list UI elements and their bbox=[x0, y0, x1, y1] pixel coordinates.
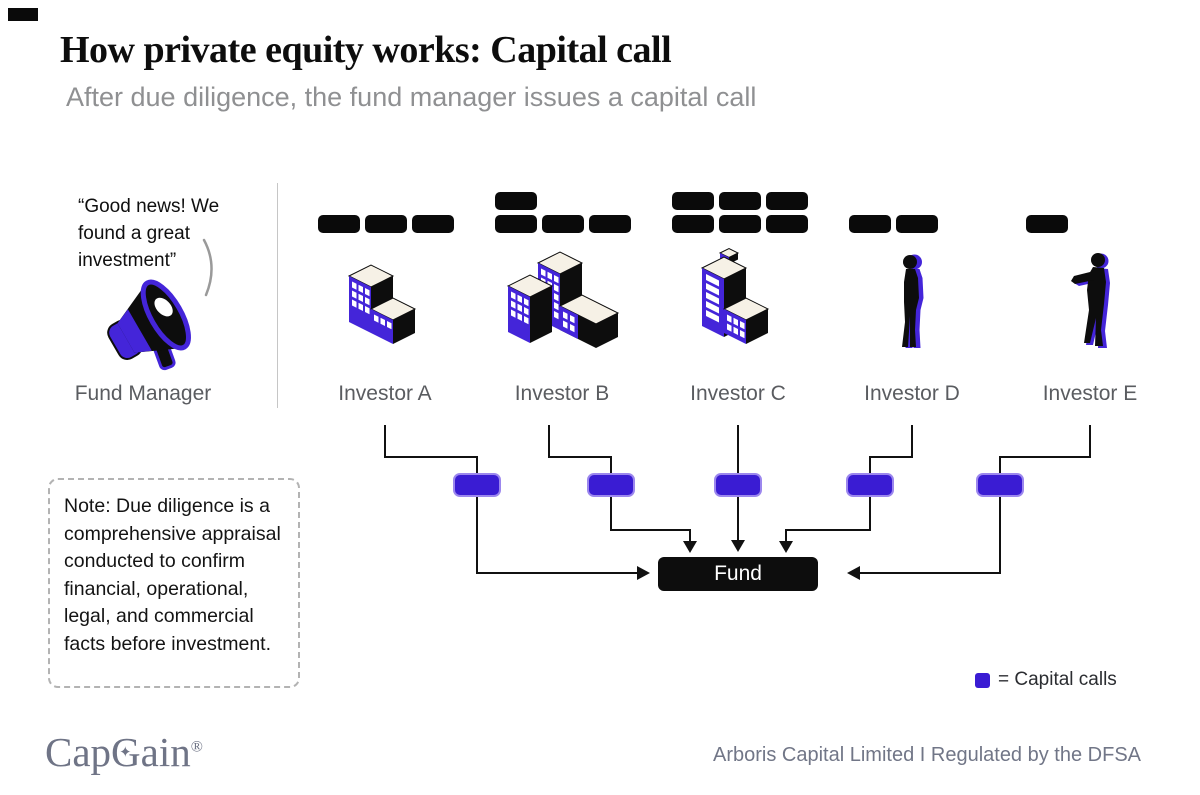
money-bar bbox=[849, 215, 891, 233]
capital-call-chip bbox=[714, 473, 762, 497]
capgain-logo: CapG✦ain® bbox=[45, 728, 203, 776]
star-icon: ✦ bbox=[119, 743, 132, 761]
money-bars-investor-b bbox=[495, 192, 640, 238]
capital-call-swatch-icon bbox=[975, 672, 990, 688]
investor-e-label: Investor E bbox=[1042, 382, 1138, 405]
building-large-icon bbox=[506, 251, 620, 348]
money-bars-investor-e bbox=[1026, 192, 1171, 238]
page-title: How private equity works: Capital call bbox=[60, 29, 672, 71]
registered-mark: ® bbox=[190, 738, 203, 756]
fund-label: Fund bbox=[714, 562, 762, 585]
money-bar bbox=[766, 192, 808, 210]
money-bars-investor-a bbox=[318, 192, 463, 238]
money-bar bbox=[766, 215, 808, 233]
money-bar bbox=[365, 215, 407, 233]
investor-c-label: Investor C bbox=[690, 382, 786, 405]
section-divider bbox=[277, 183, 278, 408]
capital-call-chip bbox=[453, 473, 501, 497]
logo-text-suffix: ain bbox=[140, 729, 191, 775]
money-bar bbox=[672, 215, 714, 233]
logo-text: Cap bbox=[45, 729, 112, 775]
fund-box: Fund bbox=[658, 557, 818, 591]
building-small-icon bbox=[347, 264, 417, 344]
legend-label: = Capital calls bbox=[998, 669, 1117, 690]
money-bar bbox=[896, 215, 938, 233]
person-gesturing-icon bbox=[1071, 253, 1110, 348]
money-bar bbox=[1026, 215, 1068, 233]
capital-call-chip bbox=[846, 473, 894, 497]
capital-call-chip bbox=[976, 473, 1024, 497]
speech-arc-icon bbox=[202, 238, 213, 297]
money-bar bbox=[719, 192, 761, 210]
regulatory-disclaimer: Arboris Capital Limited I Regulated by t… bbox=[713, 744, 1141, 766]
note-box: Note: Due diligence is a comprehensive a… bbox=[48, 478, 300, 688]
capital-call-chip bbox=[587, 473, 635, 497]
investor-a-label: Investor A bbox=[338, 382, 432, 405]
money-bar bbox=[542, 215, 584, 233]
money-bars-investor-d bbox=[849, 192, 994, 238]
corner-mark bbox=[8, 8, 38, 21]
fund-manager-quote: “Good news! We found a great investment” bbox=[78, 196, 220, 271]
money-bars-investor-c bbox=[672, 192, 817, 238]
investor-d-label: Investor D bbox=[864, 382, 960, 405]
money-bar bbox=[672, 192, 714, 210]
megaphone-icon bbox=[107, 279, 191, 371]
logo-g: G✦ bbox=[111, 728, 141, 776]
fund-manager-label: Fund Manager bbox=[74, 382, 212, 405]
note-text: Note: Due diligence is a comprehensive a… bbox=[64, 495, 281, 655]
money-bar bbox=[589, 215, 631, 233]
money-bar bbox=[412, 215, 454, 233]
legend: = Capital calls bbox=[975, 669, 1117, 691]
money-bar bbox=[318, 215, 360, 233]
page-subtitle: After due diligence, the fund manager is… bbox=[66, 82, 757, 112]
building-tower-icon bbox=[700, 247, 770, 344]
investor-b-label: Investor B bbox=[514, 382, 610, 405]
money-bar bbox=[719, 215, 761, 233]
money-bar bbox=[495, 215, 537, 233]
logo-g-letter: G bbox=[111, 729, 141, 775]
person-standing-icon bbox=[902, 254, 924, 348]
money-bar bbox=[495, 192, 537, 210]
